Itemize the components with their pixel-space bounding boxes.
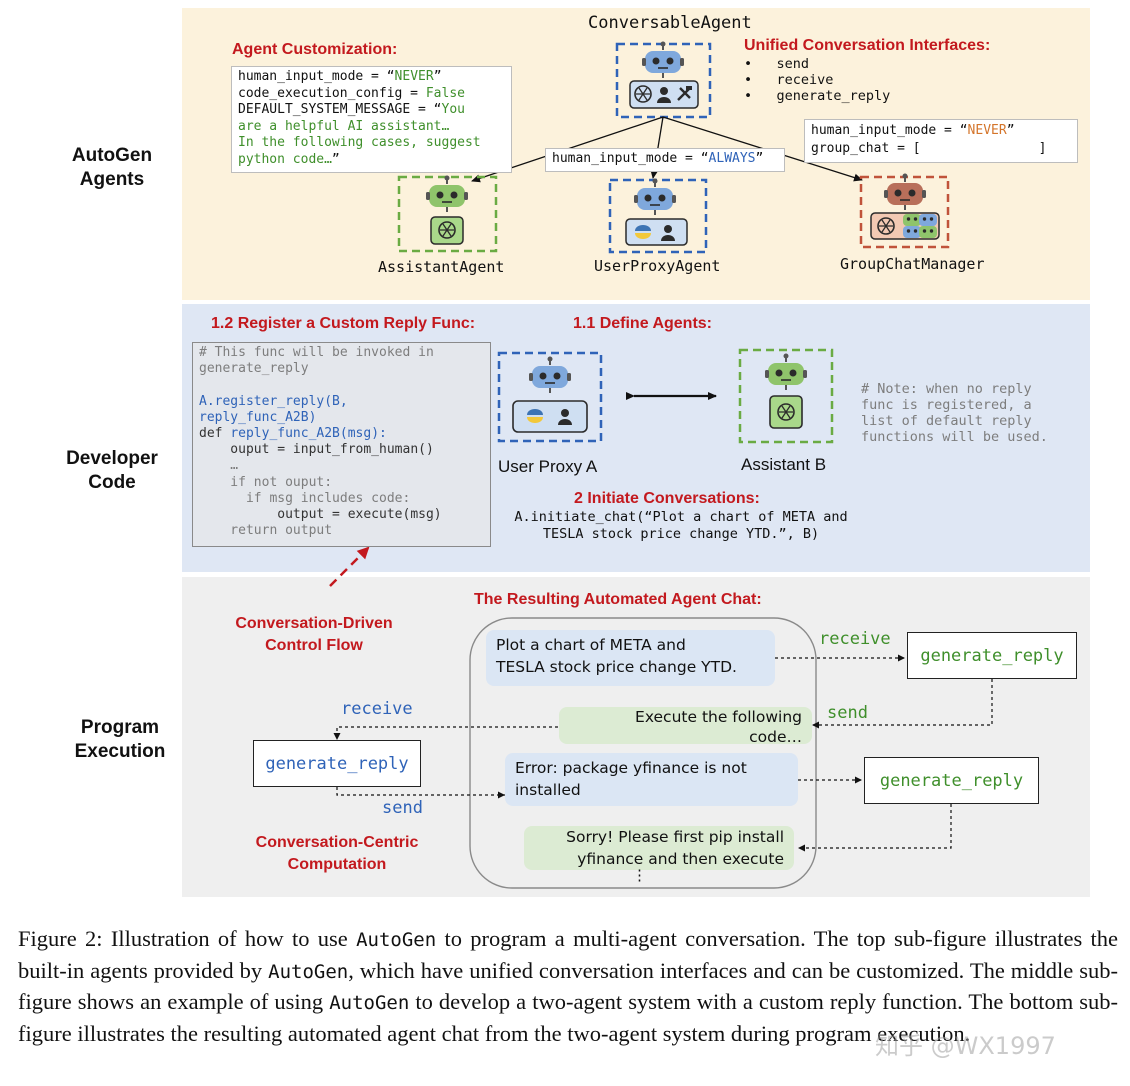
chat-container: [469, 617, 817, 889]
chat-message-execute-code: Execute the following code…: [559, 707, 812, 746]
interfaces-list: • send • receive • generate_reply: [744, 56, 890, 104]
receive-label-left: receive: [341, 699, 413, 719]
user-proxy-mode-code: human_input_mode = “ALWAYS”: [545, 148, 785, 172]
assistant-robot-icon: [425, 174, 469, 213]
interface-item-receive: • receive: [744, 72, 834, 88]
group-chat-manager-label: GroupChatManager: [840, 255, 985, 273]
conversable-agent-title: ConversableAgent: [588, 13, 752, 33]
figure-caption: Figure 2: Illustration of how to use Aut…: [18, 926, 1119, 1046]
user-proxy-a-label: User Proxy A: [498, 457, 598, 476]
assistant-agent-label: AssistantAgent: [378, 258, 505, 276]
send-label-left: send: [382, 798, 423, 818]
group-chat-robot-icon: [883, 172, 927, 211]
user-proxy-a-robot-icon: [528, 355, 572, 394]
control-flow-label: Conversation-Driven Control Flow: [235, 615, 393, 654]
register-reply-code: # This func will be invoked in generate_…: [192, 342, 491, 547]
conversation-centric-label: Conversation-Centric Computation: [255, 834, 419, 873]
unified-interfaces-heading: Unified Conversation Interfaces:: [744, 37, 991, 54]
user-proxy-robot-icon: [633, 177, 677, 216]
section-label-program-execution: Program Execution: [74, 717, 166, 762]
initiate-conversations-heading: 2 Initiate Conversations:: [574, 490, 760, 507]
resulting-chat-heading: The Resulting Automated Agent Chat:: [474, 591, 762, 608]
chat-continuation-ellipsis: ⋮: [632, 867, 647, 884]
default-reply-note: # Note: when no reply func is registered…: [861, 381, 1048, 445]
watermark: 知乎 @WX1997: [875, 1032, 1056, 1060]
chat-message-error: Error: package yfinance is not installed: [505, 753, 798, 806]
interface-item-send: • send: [744, 56, 810, 72]
user-proxy-agent-label: UserProxyAgent: [594, 257, 721, 275]
user-proxy-a-box: [497, 351, 603, 443]
assistant-b-label: Assistant B: [741, 455, 827, 474]
user-proxy-agent-box: [608, 178, 708, 254]
generate-reply-box-mid-right: generate_reply: [864, 757, 1039, 804]
tools-icon: [677, 86, 692, 101]
assistant-agent-box: [397, 175, 498, 253]
section-label-autogen-agents: AutoGen Agents: [71, 145, 153, 190]
define-agents-heading: 1.1 Define Agents:: [573, 315, 712, 332]
group-chat-code: human_input_mode = “NEVER” group_chat = …: [804, 119, 1078, 163]
conversable-robot-icon: [641, 40, 685, 79]
assistant-b-box: [738, 348, 834, 444]
chat-message-pip-install: Sorry! Please first pip install yfinance…: [524, 826, 794, 870]
generate-reply-box-left: generate_reply: [253, 740, 421, 787]
assistant-b-robot-icon: [764, 352, 808, 391]
initiate-chat-code: A.initiate_chat(“Plot a chart of META an…: [514, 509, 848, 542]
receive-label-right: receive: [819, 629, 891, 649]
generate-reply-box-top-right: generate_reply: [907, 632, 1077, 679]
interface-item-generate-reply: • generate_reply: [744, 88, 891, 104]
chat-message-plot-request: Plot a chart of META and TESLA stock pri…: [486, 630, 775, 686]
agent-customization-code: human_input_mode = “NEVER” code_executio…: [231, 66, 512, 173]
control-flow-arrow: [329, 546, 370, 587]
section-label-developer-code: Developer Code: [66, 448, 158, 493]
agent-customization-heading: Agent Customization:: [232, 41, 398, 58]
send-label-right: send: [827, 703, 868, 723]
register-reply-heading: 1.2 Register a Custom Reply Func:: [211, 315, 476, 332]
